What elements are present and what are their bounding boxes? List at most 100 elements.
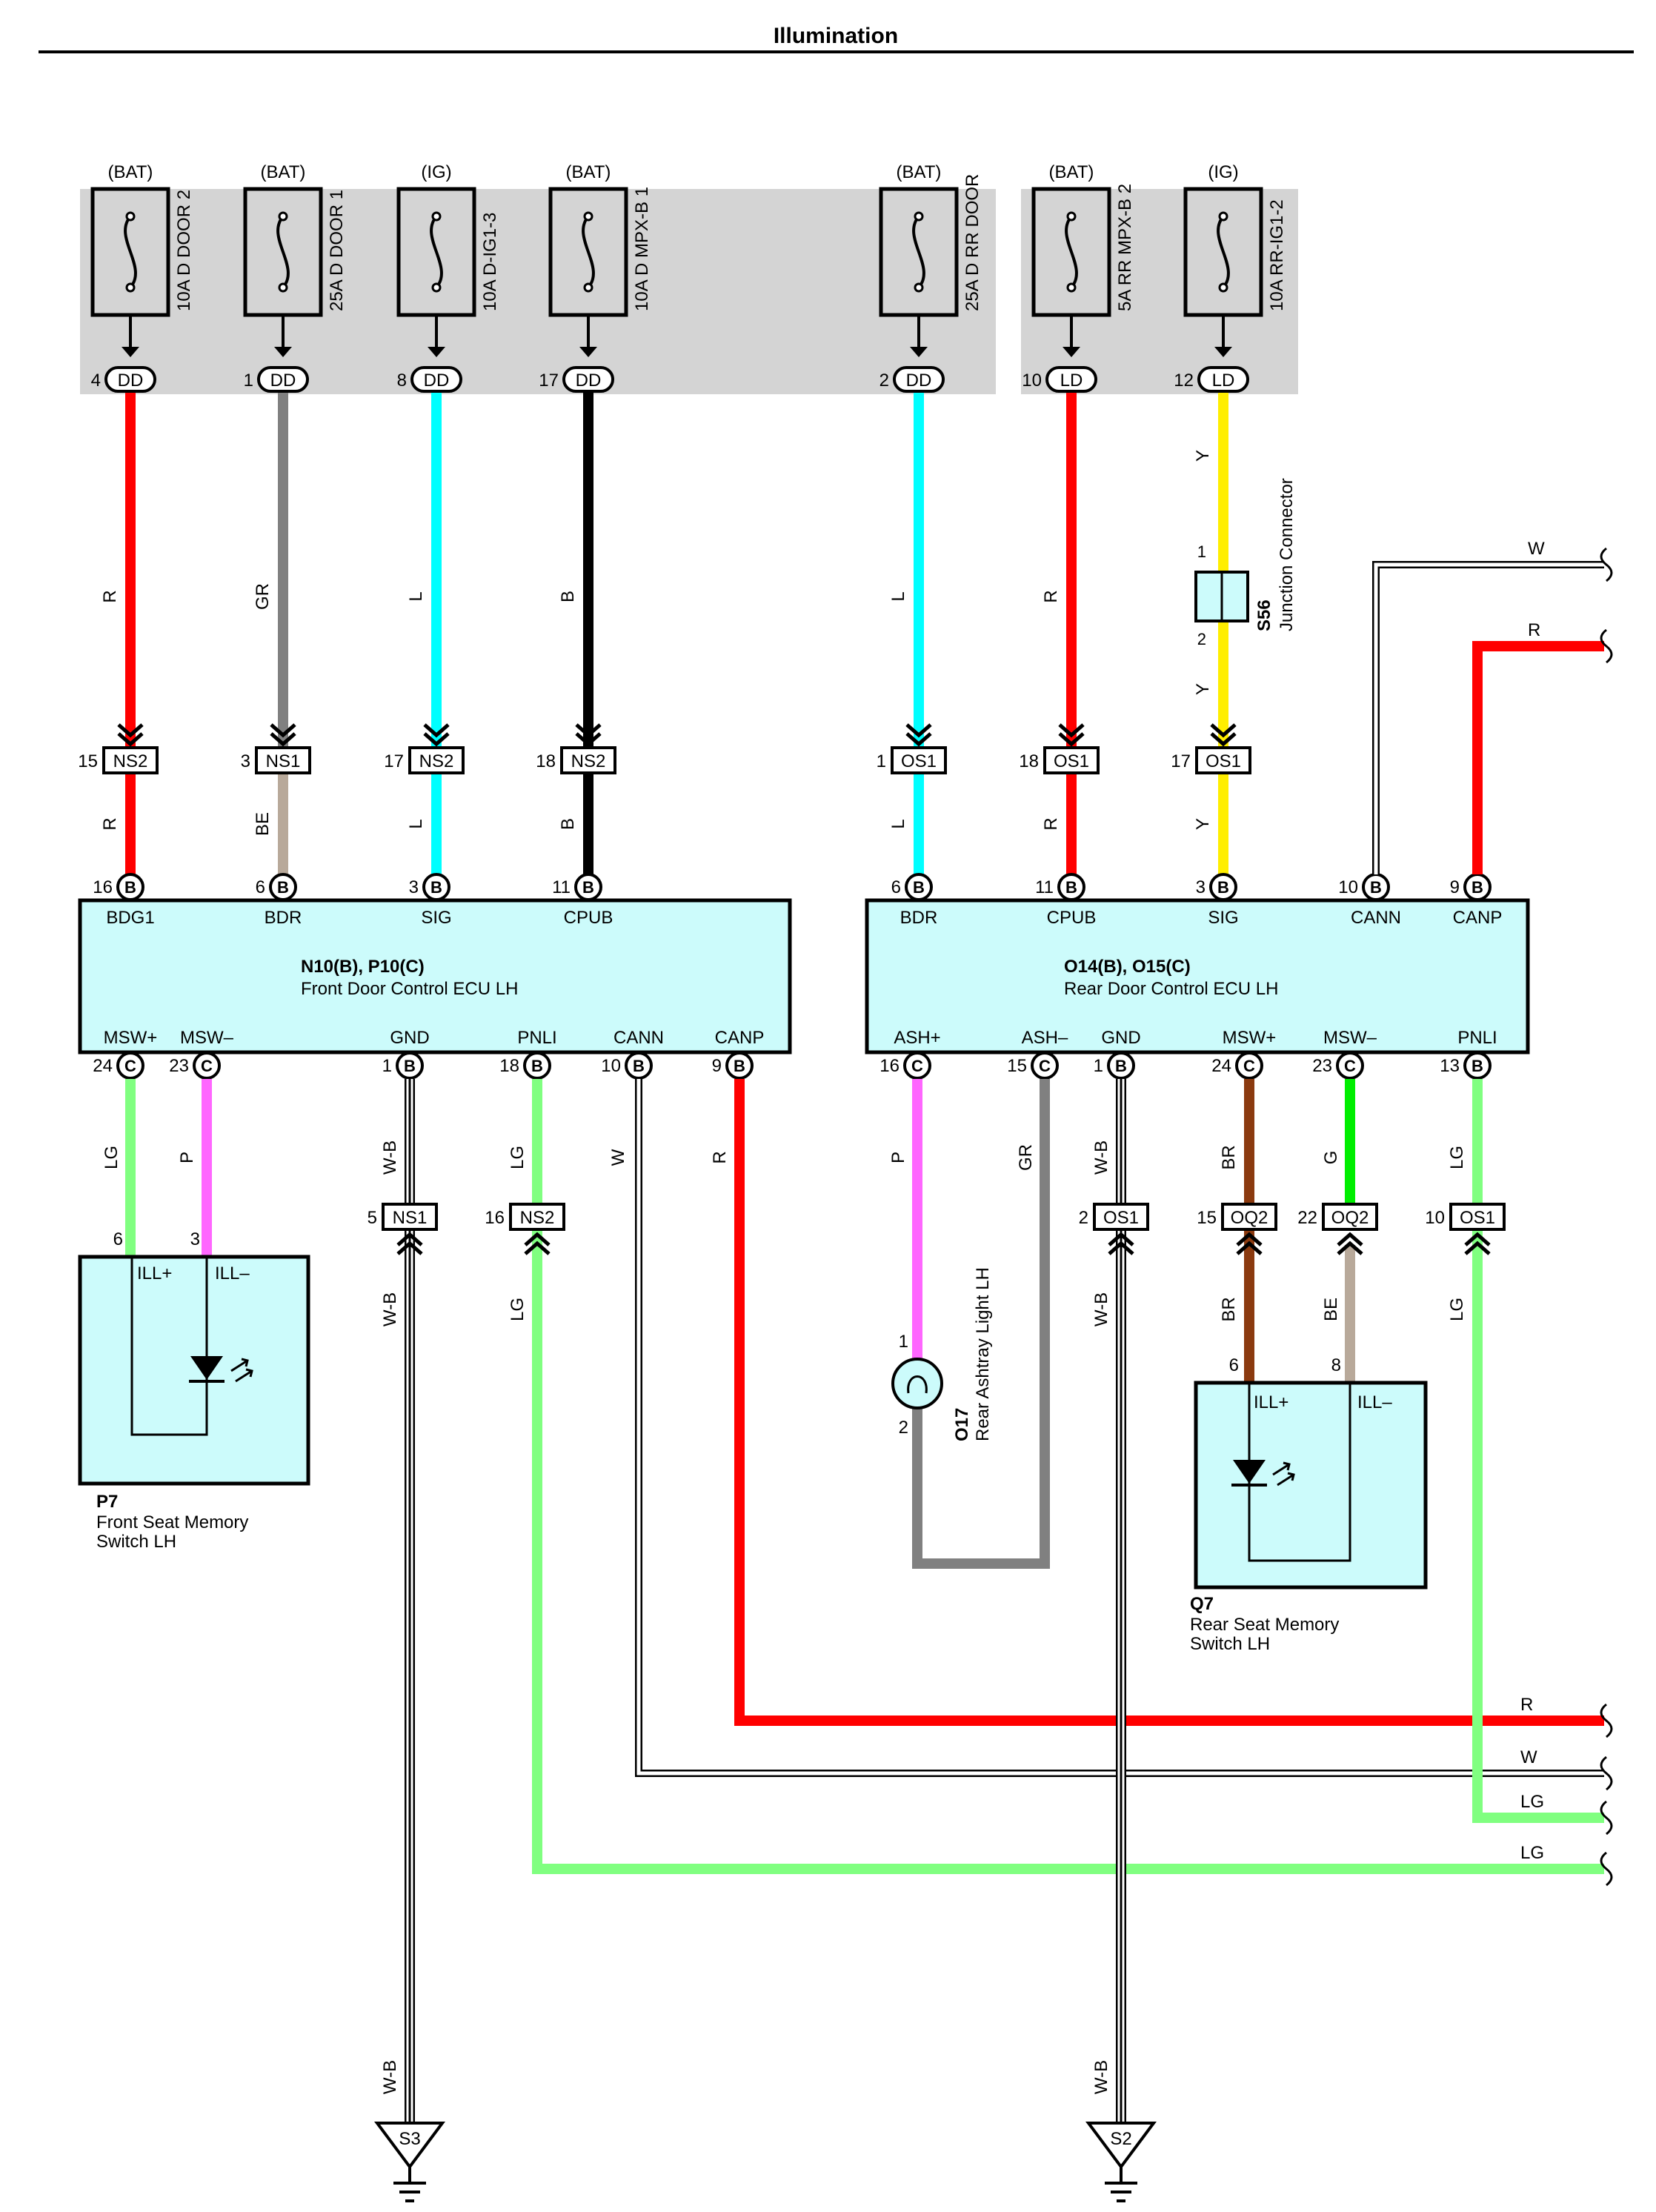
supply-wire-label-1: GR — [253, 583, 273, 610]
supply-connector-3 — [562, 366, 614, 393]
inline-bottom-connector-4 — [1322, 1203, 1378, 1231]
supply-source-1: (BAT) — [261, 162, 306, 182]
right-bottom-wire-label-0: R — [1520, 1695, 1533, 1715]
inline-bottom-connector-2 — [1093, 1203, 1149, 1231]
supply-wire-label-3: B — [558, 591, 578, 602]
inline-bottom-connector-0 — [382, 1203, 438, 1231]
supply-connector-2 — [410, 366, 462, 393]
front-gnd-wire-label-2: W-B — [380, 1292, 400, 1326]
rear-ecu-bottom-pin-0 — [903, 1052, 931, 1080]
rear-ecu-bottom-pin-2-letter: B — [1115, 1057, 1127, 1075]
rear-ecu-bottom-pin-0-letter: C — [911, 1057, 923, 1075]
rear-door-ecu: O14(B), O15(C) Rear Door Control ECU LH — [865, 898, 1530, 1054]
right-top-break-icon-1 — [1600, 628, 1613, 664]
front-ecu-top-pin-1-letter: B — [277, 878, 289, 897]
supply-connector-6 — [1197, 366, 1249, 393]
rear-ecu-bottom-label-0: ASH+ — [894, 1028, 940, 1048]
front-ecu-top-label-1: BDR — [265, 908, 302, 928]
front-ecu-top-pin-3-letter: B — [582, 878, 594, 897]
inline-top-connector-1 — [255, 746, 311, 774]
ashtray-name: Rear Ashtray Light LH — [973, 1267, 993, 1441]
inline-bottom-chevron-icon-3 — [1236, 1232, 1263, 1255]
front-cann-wire-label: W — [608, 1149, 628, 1166]
supply-wire-label-4: L — [888, 591, 908, 601]
rear-switch-pin-minus: 8 — [1331, 1355, 1341, 1375]
rear-msw-plus-wire-label: BR — [1219, 1145, 1239, 1169]
rear-ecu-bottom-pin-num-1: 15 — [1007, 1056, 1027, 1076]
supply-source-4: (BAT) — [897, 162, 942, 182]
front-ecu-top-label-3: CPUB — [564, 908, 613, 928]
front-ecu-bottom-label-2: GND — [390, 1028, 429, 1048]
rear-ecu-bottom-label-2: GND — [1101, 1028, 1140, 1048]
right-top-wire-label-1: R — [1528, 620, 1540, 640]
front-pnli-wire — [532, 1079, 1604, 1874]
inline-top-wire-label-5: R — [1041, 817, 1061, 830]
rear-cann-wire — [1374, 562, 1604, 874]
rear-ecu-top-pin-1-letter: B — [1065, 878, 1077, 897]
front-ecu-top-pin-num-1: 6 — [256, 877, 265, 897]
right-bottom-break-icon-2 — [1600, 1800, 1613, 1836]
front-switch-box — [78, 1255, 310, 1486]
junction-pin-bottom: 2 — [1197, 630, 1206, 648]
rear-ecu-top-pin-0-letter: B — [913, 878, 925, 897]
rear-ecu-bottom-pin-num-0: 16 — [879, 1056, 900, 1076]
fuse-label-5: 5A RR MPX-B 2 — [1115, 184, 1135, 311]
rear-ecu-top-pin-num-1: 11 — [1035, 877, 1054, 897]
ground-id-1: S2 — [1110, 2129, 1131, 2149]
front-ecu-top-pin-1 — [269, 873, 297, 901]
inline-top-wire-label-4: L — [888, 819, 908, 828]
rear-ecu-bottom-pin-num-2: 1 — [1094, 1056, 1103, 1076]
fuse-terminal-top-6 — [1218, 211, 1228, 222]
front-ecu-bottom-label-0: MSW+ — [104, 1028, 158, 1048]
rear-switch-ill-plus: ILL+ — [1254, 1392, 1288, 1412]
front-switch-pin-minus: 3 — [190, 1229, 200, 1249]
inline-top-wire-label-1: BE — [253, 812, 273, 836]
inline-bottom-connector-1 — [509, 1203, 565, 1231]
fuse-symbol-icon-6 — [1217, 215, 1230, 289]
rear-pnli-wire — [1472, 1079, 1604, 1823]
inline-top-connector-2 — [408, 746, 465, 774]
right-bottom-wire-label-3: LG — [1520, 1843, 1544, 1863]
supply-connector-id-5: LD — [1060, 371, 1083, 391]
rear-ash-minus-wire — [912, 1079, 1050, 1569]
rear-ecu-name: Rear Door Control ECU LH — [1064, 979, 1278, 999]
rear-pnli-wire-label: LG — [1447, 1146, 1467, 1169]
front-ecu-bottom-pin-1-letter: C — [201, 1057, 213, 1075]
fuse-terminal-bottom-0 — [125, 282, 136, 293]
front-ecu-bottom-pin-2 — [396, 1052, 424, 1080]
fuse-label-2: 10A D-IG1-3 — [480, 213, 500, 311]
inline-bottom-connector-5-pin: 10 — [1425, 1208, 1445, 1228]
front-ecu-top-pin-num-0: 16 — [93, 877, 113, 897]
front-gnd-wire-label-3: W-B — [380, 2060, 400, 2094]
supply-connector-0 — [104, 366, 156, 393]
supply-connector-id-4: DD — [906, 371, 932, 391]
fuse-arrow-icon-1 — [274, 347, 292, 357]
ecu-pin-group: B16BDG1B6BDRB3SIGB11CPUBB6BDRB11CPUBB3SI… — [93, 873, 1502, 1080]
supply-source-2: (IG) — [421, 162, 451, 182]
front-ecu-top-pin-0 — [116, 873, 144, 901]
fuse-terminal-top-1 — [278, 211, 288, 222]
fuse-label-0: 10A D DOOR 2 — [174, 190, 194, 311]
front-canp-wire — [734, 1079, 1604, 1726]
supply-pin-5: 10 — [1022, 371, 1042, 391]
inline-top-connector-0-pin: 15 — [78, 751, 98, 771]
inline-top-wire-label-0: R — [100, 817, 120, 830]
inline-top-connector-0-id: NS2 — [113, 751, 148, 771]
fuse-terminal-top-0 — [125, 211, 136, 222]
rear-switch-led-icon — [1233, 1460, 1266, 1484]
rear-switch-id: Q7 — [1190, 1594, 1214, 1614]
ground-marker-0 — [374, 2122, 445, 2170]
ashtray-pin-bottom: 2 — [899, 1418, 908, 1438]
fuse-symbol-icon-2 — [430, 215, 443, 289]
front-ecu-top-pin-num-3: 11 — [552, 877, 571, 897]
fuse-terminal-top-3 — [583, 211, 593, 222]
inline-top-connector-5 — [1043, 746, 1100, 774]
fuse-terminal-bottom-1 — [278, 282, 288, 293]
supply-wire-label-0: R — [100, 590, 120, 602]
rear-ecu-top-pin-num-4: 9 — [1450, 877, 1460, 897]
right-bottom-break-icon-1 — [1600, 1756, 1613, 1791]
rear-ecu-bottom-pin-num-4: 23 — [1312, 1056, 1332, 1076]
inline-top-connector-3 — [560, 746, 616, 774]
inline-top-connector-4 — [891, 746, 947, 774]
front-ecu-bottom-pin-0 — [116, 1052, 144, 1080]
